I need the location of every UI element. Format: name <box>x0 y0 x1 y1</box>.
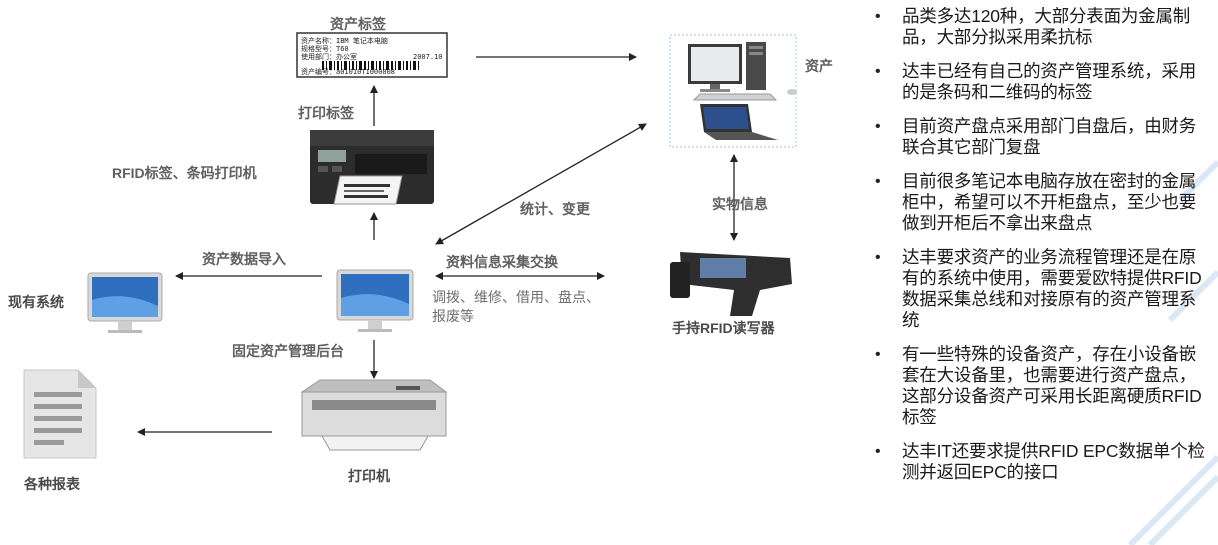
stats-change-label: 统计、变更 <box>520 201 590 217</box>
handheld-reader-image <box>670 252 792 316</box>
list-item: •达丰IT还要求提供RFID EPC数据单个检测并返回EPC的接口 <box>875 441 1205 482</box>
backend-label: 固定资产管理后台 <box>232 343 344 359</box>
reports-label: 各种报表 <box>24 476 80 492</box>
list-item: •目前很多笔记本电脑存放在密封的金属柜中，希望可以不开柜盘点，至少也要做到开柜后… <box>875 171 1197 233</box>
requirements-list: •品类多达120种，大部分表面为金属制品，大部分拟采用柔抗标 •达丰已经有自己的… <box>870 6 1210 496</box>
asset-tag-label: 资产标签 <box>330 16 386 32</box>
list-item: •有一些特殊的设备资产，存在小设备嵌套在大设备里，也需要进行资产盘点，这部分设备… <box>875 344 1202 427</box>
tag-line-4: 资产编号：a01010T1000008 <box>301 67 395 76</box>
barcode <box>322 61 419 70</box>
decor-chevrons <box>1127 159 1218 545</box>
list-item: •达丰已经有自己的资产管理系统，采用的是条码和二维码的标签 <box>875 61 1197 102</box>
laser-printer-image <box>300 379 448 451</box>
handheld-reader-label: 手持RFID读写器 <box>672 320 775 336</box>
operations-label: 调拨、维修、借用、盘点、报废等 <box>432 289 600 324</box>
list-item: •目前资产盘点采用部门自盘后，由财务联合其它部门复盘 <box>875 116 1197 157</box>
tag-date: 2007.10 <box>413 53 443 61</box>
tag-line-3: 使用部门：办公室 <box>301 52 357 61</box>
arrows <box>137 53 738 436</box>
bullet-icon: • <box>875 249 881 266</box>
list-item: •达丰要求资产的业务流程管理还是在原有的系统中使用，需要爱欧特提供RFID数据采… <box>875 247 1202 330</box>
bullet-icon: • <box>875 8 881 25</box>
physical-info-label: 实物信息 <box>712 196 768 212</box>
asset-data-import-label: 资产数据导入 <box>202 251 286 267</box>
backend-image <box>336 269 414 332</box>
asset-box <box>669 34 797 148</box>
bullet-icon: • <box>875 173 881 190</box>
reports-document-image <box>23 369 97 459</box>
print-tag-label: 打印标签 <box>298 105 354 121</box>
printer-label: 打印机 <box>348 468 390 484</box>
bullet-icon: • <box>875 346 881 363</box>
tag-line-2: 规格型号：T60 <box>301 44 349 53</box>
list-item: •品类多达120种，大部分表面为金属制品，大部分拟采用柔抗标 <box>875 6 1191 47</box>
existing-system-label: 现有系统 <box>8 294 64 310</box>
bullet-icon: • <box>875 63 881 80</box>
arrow-stats-change <box>435 123 647 245</box>
rfid-printer-label: RFID标签、条码打印机 <box>112 165 257 181</box>
asset-label: 资产 <box>805 58 833 74</box>
bullet-icon: • <box>875 118 881 135</box>
tag-line-1: 资产名称：IBM 笔记本电脑 <box>301 36 388 45</box>
data-exchange-label: 资料信息采集交换 <box>446 254 558 270</box>
asset-tag-image: 资产名称：IBM 笔记本电脑 规格型号：T60 使用部门：办公室 2007.10… <box>296 32 448 78</box>
existing-system-image <box>87 272 163 333</box>
bullet-icon: • <box>875 443 881 460</box>
label-printer-image <box>310 130 434 205</box>
